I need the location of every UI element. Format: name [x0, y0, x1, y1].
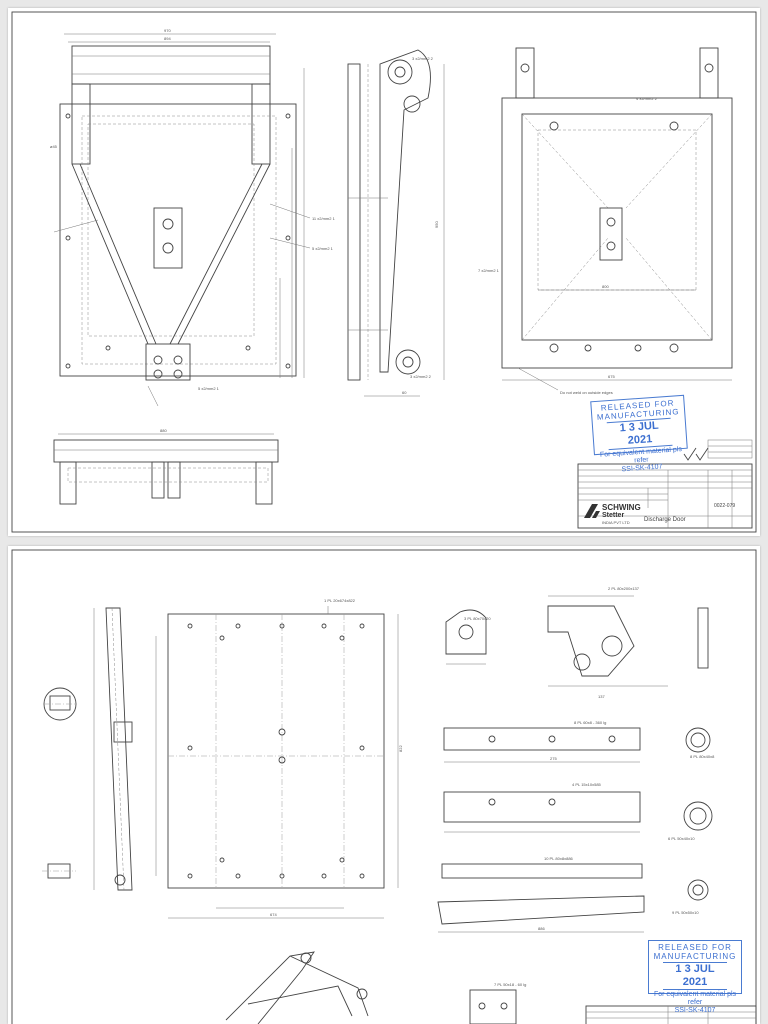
schwing-logo-icon: [584, 504, 600, 518]
front-view: 970 894: [50, 28, 336, 407]
rear-view: 675 800 Do not weld on outside edges 4 x…: [478, 47, 733, 395]
company-name: SCHWING: [602, 503, 641, 512]
dim-side-height: 950: [434, 221, 439, 228]
bar-views: 275 8 PL 60x8 - 360 lg 4 PL 15x10x585 10…: [437, 720, 645, 933]
company-sub: Stetter: [602, 512, 625, 519]
stamp-date-2: 1 3 JUL 2021: [663, 962, 727, 990]
main-plate-view: 674 822 1 PL 20x674x822: [155, 598, 403, 919]
weld-note: Do not weld on outside edges: [560, 390, 613, 395]
svg-text:ø45: ø45: [50, 144, 58, 149]
revision-box: [683, 439, 753, 461]
stamp-note-2: For equivalent material pls refer: [653, 991, 737, 1006]
dim-strip-886: 886: [538, 926, 545, 931]
bottom-view: 880: [53, 428, 279, 505]
svg-text:4 x2/mm2 2: 4 x2/mm2 2: [636, 96, 658, 101]
drawing-sheet-1: 970 894: [8, 8, 760, 536]
stamp-date: 1 3 JUL 2021: [606, 417, 673, 451]
drawing-title: Discharge Door: [644, 517, 686, 523]
ring-views: 8 PL 80x40x8 6 PL 50x40x10 9 PL 50x50x10: [668, 727, 715, 915]
title-block-grid: [577, 463, 753, 529]
drawing-number: 0022-079: [714, 503, 736, 509]
dim-plate-674: 674: [270, 912, 277, 917]
dim-hinge-137: 137: [598, 694, 605, 699]
release-stamp-2: RELEASED FOR MANUFACTURING 1 3 JUL 2021 …: [648, 940, 742, 1014]
release-stamp: RELEASED FOR MANUFACTURING 1 3 JUL 2021 …: [590, 394, 688, 473]
svg-text:5 x2/mm2 1: 5 x2/mm2 1: [198, 386, 220, 391]
dim-frame-width: 675: [608, 374, 615, 379]
company-tag: INDIA PVT LTD: [602, 520, 630, 525]
callout-plate: 1 PL 20x674x822: [324, 598, 356, 603]
callout-strip: 10 PL 80x8x886: [544, 856, 574, 861]
callout-ring3: 9 PL 50x50x10: [672, 910, 699, 915]
dim-top-width: 970: [164, 28, 171, 33]
stamp-ref-2: SSI-SK-4107: [674, 1007, 716, 1014]
callout-ring1: 8 PL 80x40x8: [690, 754, 715, 759]
svg-text:3 x2/mm2 2: 3 x2/mm2 2: [410, 374, 432, 379]
small-part-view: 7 PL 50x18 - 60 lg: [469, 982, 526, 1024]
sheet-2-border: [11, 549, 757, 1024]
svg-text:60: 60: [402, 390, 407, 395]
callout-ring2: 6 PL 50x40x10: [668, 836, 695, 841]
callout-small: 7 PL 50x18 - 60 lg: [494, 982, 526, 987]
svg-text:5 x2/mm2 1: 5 x2/mm2 1: [312, 246, 334, 251]
dim-plate-width: 800: [602, 284, 609, 289]
sheet-1-drawing: 970 894: [11, 11, 757, 533]
sheet-1-border: [11, 11, 757, 533]
svg-text:11 x2/mm2 1: 11 x2/mm2 1: [312, 216, 336, 221]
svg-text:7 x2/mm2 1: 7 x2/mm2 1: [478, 268, 500, 273]
drawing-sheet-2: 674 822 1 PL 20x674x822 3 PL 80x70x20 13…: [8, 546, 760, 1024]
callout-bracket: 3 PL 80x70x20: [464, 616, 491, 621]
stamp-title-2: RELEASED FOR MANUFACTURING: [653, 943, 737, 961]
callout-bar1: 8 PL 60x8 - 360 lg: [574, 720, 606, 725]
dim-bar-275: 275: [550, 756, 557, 761]
callout-hinge: 2 PL 80x200x137: [608, 586, 640, 591]
side-view: 950 60 3 x2/mm2 2 3 x2/mm2 2: [347, 49, 445, 397]
sheet-2-drawing: 674 822 1 PL 20x674x822 3 PL 80x70x20 13…: [11, 549, 757, 1024]
dim-bottom-width: 880: [160, 428, 167, 433]
dim-inner-width: 894: [164, 36, 171, 41]
section-bar-view: [42, 607, 133, 891]
isometric-view: [225, 951, 369, 1024]
callout-bar2: 4 PL 15x10x585: [572, 782, 602, 787]
dim-plate-822: 822: [398, 745, 403, 752]
bracket-views: 3 PL 80x70x20 137 2 PL 80x200x137: [445, 586, 709, 699]
title-block-grid-2: [585, 1005, 757, 1024]
svg-text:3 x2/mm2 2: 3 x2/mm2 2: [412, 56, 434, 61]
